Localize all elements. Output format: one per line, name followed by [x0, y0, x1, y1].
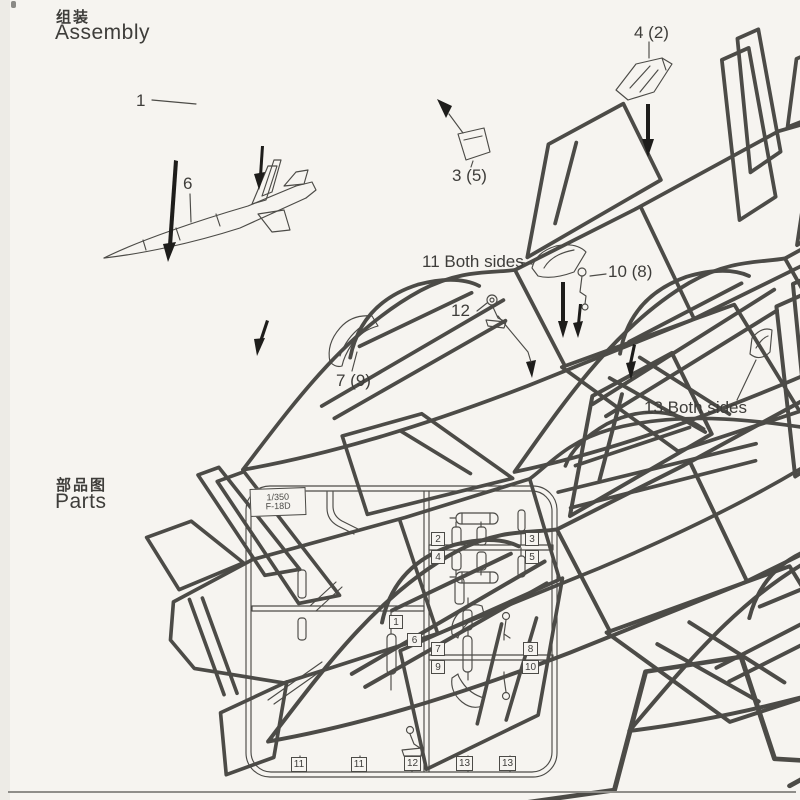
sprue-parts-2-3-4-5	[449, 509, 526, 584]
aircraft-upper-fuselage-drawing	[163, 0, 800, 629]
part7-canopy-drawing	[328, 315, 379, 368]
leader-part7	[351, 351, 358, 372]
sprue-part12-drawing	[401, 725, 423, 757]
sprue-bottom-parts	[299, 725, 511, 773]
sprue-num-8: 8	[523, 642, 538, 656]
part11-door-drawing	[531, 244, 587, 278]
sprue-tag-model: F-18D	[265, 500, 291, 512]
sprue-runner-topleft	[326, 491, 359, 535]
sprue-num-4: 4	[431, 550, 445, 564]
part10-strut-drawing	[577, 267, 589, 311]
assembly-arrow-step2	[437, 99, 452, 118]
sprue-num-6: 6	[407, 633, 422, 647]
page-bottom-rule	[8, 791, 796, 793]
scan-speck	[11, 1, 16, 8]
sprue-scale-tag: 1/350 F-18D	[249, 487, 307, 517]
sprue-num-2: 2	[431, 532, 445, 546]
assembly-step-2	[427, 0, 800, 632]
part13-door-drawing	[749, 328, 773, 359]
sprue-num-11a: 11	[291, 757, 307, 772]
lower-fuselage-part-drawing	[103, 159, 317, 259]
leader-part12-b	[497, 315, 532, 363]
sprue-runner-diag	[267, 661, 329, 705]
leader-part3-b	[470, 160, 474, 168]
assembly-step-5	[476, 244, 800, 800]
part12-gear-drawing	[485, 294, 507, 329]
sprue-parts-7-8-9-10	[451, 597, 511, 708]
sprue-num-5: 5	[525, 550, 539, 564]
sprue-frame-inner	[250, 490, 553, 773]
parts-title-zh: 部品图	[56, 477, 108, 494]
assembly-arrows-step1	[163, 146, 265, 262]
assembly-arrow-step3	[642, 104, 654, 157]
leader-part1	[151, 99, 197, 105]
assembly-step-1	[103, 0, 800, 629]
leader-part12-a	[476, 302, 488, 312]
sprue-frame-outer	[245, 485, 558, 778]
sprue-runner-branch	[309, 581, 343, 612]
leader-part13	[736, 359, 757, 401]
sprue-small-parts-left	[297, 569, 465, 691]
assembly-arrow-step4	[254, 320, 269, 356]
sprue-num-9: 9	[431, 660, 445, 674]
sprue-num-11b: 11	[351, 757, 367, 772]
sprue-num-13b: 13	[499, 756, 516, 771]
sprue-runner-right-top	[428, 544, 554, 551]
label-part1: 1	[136, 91, 146, 110]
assembly-step-3	[120, 41, 800, 800]
part3-plate-drawing	[457, 127, 491, 161]
assembly-title-en: Assembly	[55, 21, 151, 44]
leader-part10	[589, 273, 607, 277]
sprue-num-10: 10	[522, 660, 539, 674]
sprue-runner-midleft	[251, 605, 425, 612]
sprue-divider-runner	[423, 490, 430, 773]
leader-part3-a	[448, 113, 464, 134]
label-part4: 4 (2)	[634, 23, 669, 42]
label-part6: 6	[183, 174, 193, 193]
parts-title-en: Parts	[55, 490, 107, 513]
label-part3: 3 (5)	[452, 166, 487, 185]
sprue-num-13a: 13	[456, 756, 473, 771]
sprue-runner-right-mid	[428, 654, 554, 661]
part4-pod-drawing	[615, 57, 673, 101]
leader-part11	[517, 261, 533, 265]
label-part13: 13 Both sides	[644, 398, 748, 417]
label-part10: 10 (8)	[608, 262, 653, 281]
assembly-arrows-step5	[526, 282, 636, 380]
scan-edge-shade	[0, 0, 10, 800]
label-part12: 12	[451, 301, 470, 320]
sprue-num-1: 1	[389, 615, 403, 629]
label-part7: 7 (9)	[336, 371, 371, 390]
assembly-title-zh: 组装	[56, 9, 91, 26]
assembly-step-4	[184, 236, 800, 800]
sprue-num-12: 12	[404, 756, 421, 771]
sprue-num-7: 7	[431, 642, 445, 656]
sprue-num-3: 3	[525, 532, 539, 546]
leader-part6	[189, 193, 192, 223]
label-part11: 11 Both sides	[422, 252, 524, 271]
